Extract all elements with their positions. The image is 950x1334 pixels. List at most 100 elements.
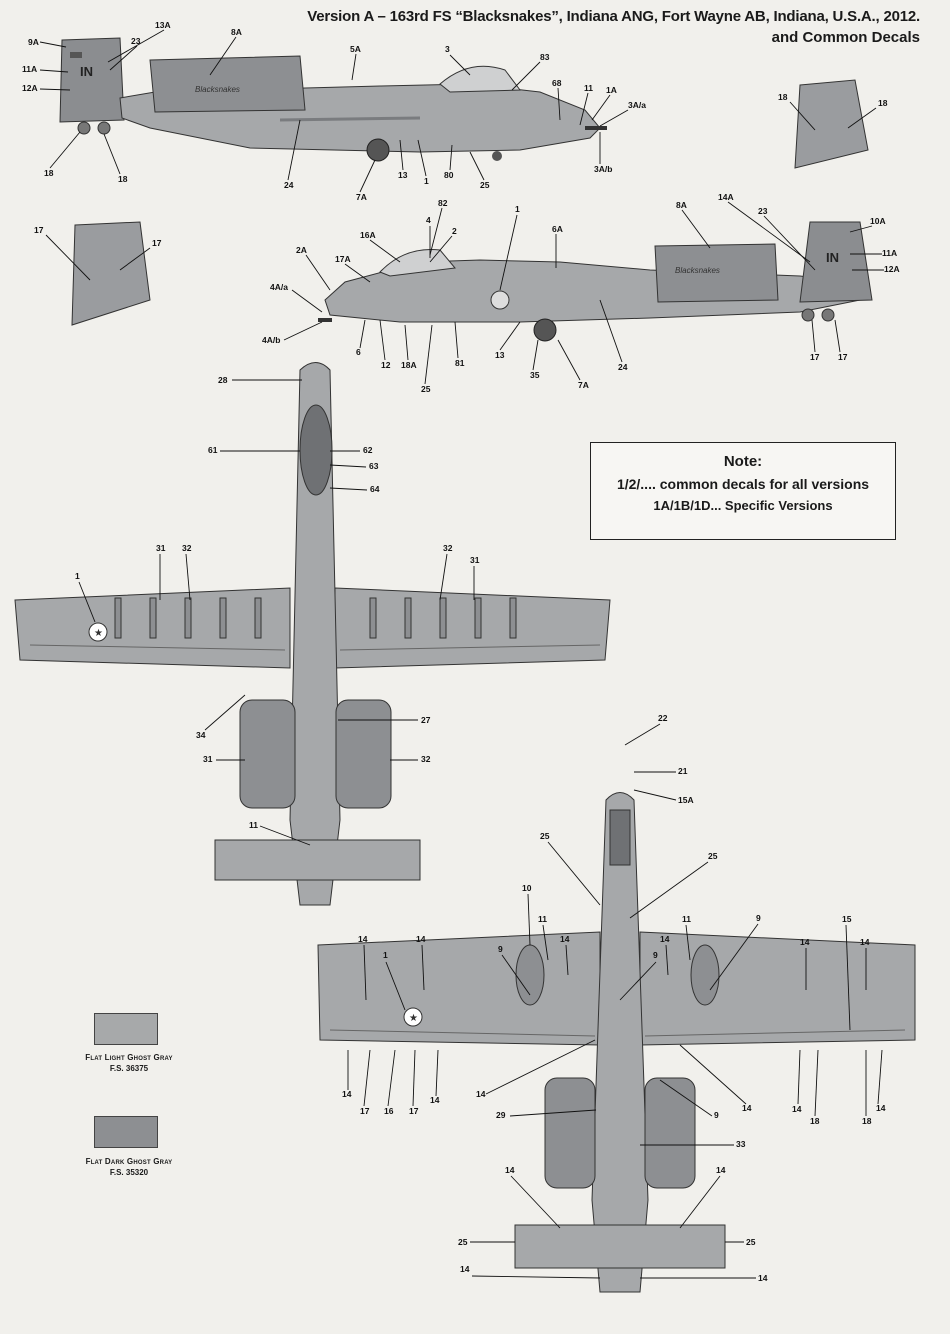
svg-text:23: 23: [131, 36, 141, 46]
svg-text:63: 63: [369, 461, 379, 471]
svg-text:3A/b: 3A/b: [594, 164, 612, 174]
svg-text:14: 14: [342, 1089, 352, 1099]
svg-text:17: 17: [34, 225, 44, 235]
svg-text:14: 14: [758, 1273, 768, 1283]
side-view-right-profile: Blacksnakes IN: [318, 221, 873, 342]
svg-text:9: 9: [756, 913, 761, 923]
svg-text:14: 14: [742, 1103, 752, 1113]
svg-text:18: 18: [862, 1116, 872, 1126]
svg-text:14A: 14A: [718, 192, 734, 202]
svg-text:21: 21: [678, 766, 688, 776]
tail-code-top: IN: [80, 64, 93, 79]
svg-text:1: 1: [515, 204, 520, 214]
svg-text:24: 24: [284, 180, 294, 190]
svg-text:4A/a: 4A/a: [270, 282, 288, 292]
svg-text:1A: 1A: [606, 85, 617, 95]
svg-text:1: 1: [75, 571, 80, 581]
svg-text:29: 29: [496, 1110, 506, 1120]
svg-text:16A: 16A: [360, 230, 376, 240]
svg-text:62: 62: [363, 445, 373, 455]
svg-text:15A: 15A: [678, 795, 694, 805]
svg-text:9: 9: [714, 1110, 719, 1120]
svg-text:17: 17: [838, 352, 848, 362]
svg-text:10: 10: [522, 883, 532, 893]
svg-text:14: 14: [792, 1104, 802, 1114]
common-decals-title: and Common Decals: [771, 29, 920, 46]
svg-text:15: 15: [842, 914, 852, 924]
svg-text:3: 3: [445, 44, 450, 54]
svg-text:11A: 11A: [882, 248, 897, 258]
svg-text:14: 14: [505, 1165, 515, 1175]
side-bottom-callouts: 1 82 4 2 16A 17A 2A 4A/a 4A/b 6 12 18A 2…: [262, 192, 900, 394]
svg-text:17A: 17A: [335, 254, 351, 264]
svg-text:82: 82: [438, 198, 448, 208]
svg-text:11: 11: [249, 820, 258, 830]
tail-right-view: 18 18: [778, 79, 888, 169]
svg-text:17: 17: [152, 238, 162, 248]
svg-text:1: 1: [424, 176, 429, 186]
svg-text:★: ★: [94, 628, 103, 639]
svg-text:35: 35: [530, 370, 540, 380]
svg-text:14: 14: [716, 1165, 726, 1175]
svg-text:23: 23: [758, 206, 768, 216]
svg-text:13A: 13A: [155, 20, 171, 30]
svg-text:14: 14: [560, 934, 570, 944]
svg-text:33: 33: [736, 1139, 746, 1149]
svg-text:31: 31: [470, 555, 480, 565]
svg-text:14: 14: [358, 934, 368, 944]
svg-text:25: 25: [540, 831, 550, 841]
side-top-callouts: 13A 23 8A 5A 3 83 9A 11A 12A 68 11 1A 3A…: [22, 20, 646, 202]
svg-text:32: 32: [182, 543, 192, 553]
svg-text:81: 81: [455, 358, 465, 368]
svg-text:64: 64: [370, 484, 380, 494]
svg-text:14: 14: [430, 1095, 440, 1105]
note-box: Note: 1/2/.... common decals for all ver…: [590, 442, 896, 540]
svg-text:18A: 18A: [401, 360, 417, 370]
svg-text:14: 14: [660, 934, 670, 944]
bottom-view-aircraft: ★: [317, 792, 916, 1293]
svg-text:17: 17: [360, 1106, 370, 1116]
svg-text:25: 25: [708, 851, 718, 861]
svg-text:1: 1: [383, 950, 388, 960]
note-specific: 1A/1B/1D... Specific Versions: [653, 498, 833, 513]
svg-text:17: 17: [810, 352, 820, 362]
svg-text:7A: 7A: [356, 192, 367, 202]
nose-art-side: Blacksnakes: [675, 266, 720, 275]
svg-text:25: 25: [421, 384, 431, 394]
tail-left-view: 17 17: [34, 221, 162, 326]
bottom-view-callouts: 22 21 15A 25 25 10 11 11 9 14 14 9 9 14 …: [342, 713, 886, 1283]
svg-text:12A: 12A: [884, 264, 900, 274]
svg-text:17: 17: [409, 1106, 419, 1116]
svg-text:22: 22: [658, 713, 668, 723]
svg-text:14: 14: [876, 1103, 886, 1113]
svg-text:14: 14: [800, 937, 810, 947]
svg-text:10A: 10A: [870, 216, 886, 226]
svg-text:32: 32: [443, 543, 453, 553]
svg-text:25: 25: [480, 180, 490, 190]
svg-text:★: ★: [409, 1013, 418, 1024]
svg-text:18: 18: [118, 174, 128, 184]
color-swatch-light-ghost-gray: [94, 1013, 158, 1045]
svg-text:80: 80: [444, 170, 454, 180]
svg-text:27: 27: [421, 715, 431, 725]
svg-text:6A: 6A: [552, 224, 563, 234]
nose-art-top: Blacksnakes: [195, 85, 240, 94]
svg-text:11: 11: [682, 914, 691, 924]
svg-text:34: 34: [196, 730, 206, 740]
svg-text:4: 4: [426, 215, 431, 225]
svg-text:4A/b: 4A/b: [262, 335, 280, 345]
svg-text:11A: 11A: [22, 64, 37, 74]
svg-text:18: 18: [44, 168, 54, 178]
svg-text:16: 16: [384, 1106, 394, 1116]
svg-text:9A: 9A: [28, 37, 39, 47]
svg-text:32: 32: [421, 754, 431, 764]
svg-text:13: 13: [495, 350, 505, 360]
svg-text:2A: 2A: [296, 245, 307, 255]
svg-text:14: 14: [860, 937, 870, 947]
color-label-dark: Flat Dark Ghost Gray F.S. 35320: [85, 1157, 173, 1177]
svg-text:83: 83: [540, 52, 550, 62]
svg-text:12: 12: [381, 360, 391, 370]
note-common: 1/2/.... common decals for all versions: [616, 476, 870, 492]
svg-text:25: 25: [458, 1237, 468, 1247]
